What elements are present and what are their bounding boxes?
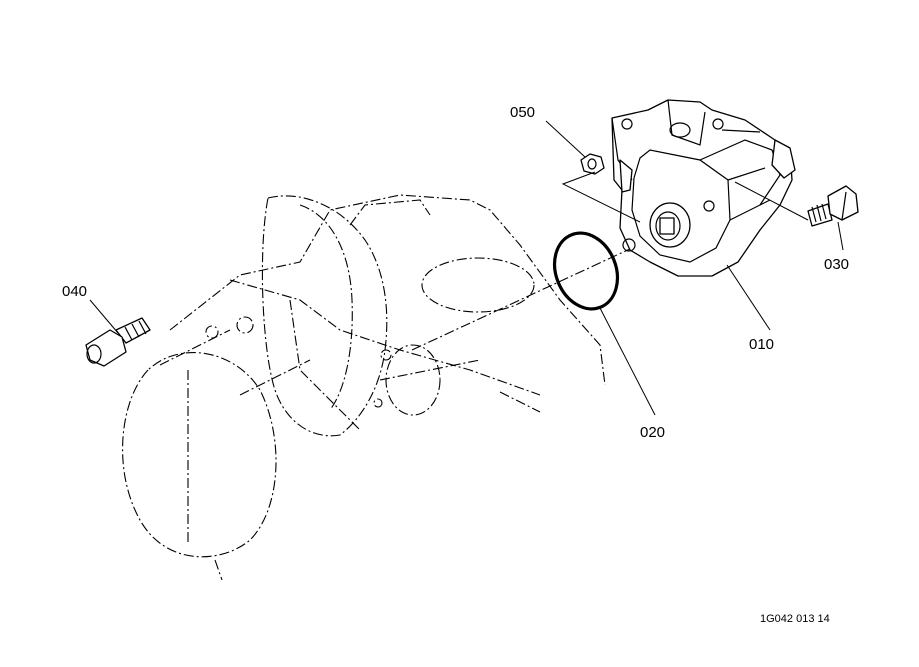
leader-lines — [89, 120, 844, 416]
label-050: 050 — [510, 104, 535, 121]
hollow-bolt — [807, 185, 859, 227]
gear-case-housing — [122, 194, 606, 581]
nut — [580, 153, 605, 175]
bolt — [85, 317, 151, 367]
o-ring — [552, 231, 620, 311]
assembly-axis-line — [411, 247, 633, 351]
drawing-code: 1G042 013 14 — [760, 613, 830, 625]
label-030: 030 — [824, 256, 849, 273]
hydraulic-pump — [611, 99, 796, 277]
label-040: 040 — [62, 283, 87, 300]
label-010: 010 — [749, 336, 774, 353]
label-020: 020 — [640, 424, 665, 441]
